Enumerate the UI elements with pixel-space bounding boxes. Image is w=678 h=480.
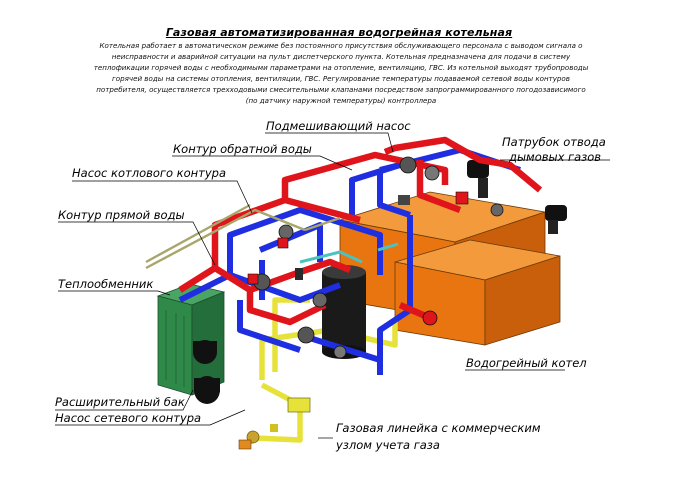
label-gas-line-line1: Газовая линейка с коммерческим: [336, 421, 541, 435]
system-connection-lines: [145, 203, 341, 270]
leader-lines: [55, 132, 610, 439]
boiler-front: [394, 239, 561, 346]
label-heat-exchanger: Теплообменник: [58, 277, 153, 291]
label-gas-line-line2: узлом учета газа: [335, 438, 440, 452]
label-network-pump: Насос сетевого контура: [55, 411, 201, 425]
label-water-boiler: Водогрейный котел: [466, 356, 587, 370]
flue-outlet: [467, 160, 567, 234]
pump-assemblies: [247, 156, 504, 359]
label-flue-pipe-line2: дымовых газов: [508, 150, 601, 164]
supply-water-circuit: [178, 136, 543, 326]
label-expansion-tank: Расширительный бак: [55, 395, 185, 409]
label-return-loop: Контур обратной воды: [173, 142, 312, 156]
diagram-title: Газовая автоматизированная водогрейная к…: [165, 26, 513, 39]
expansion-tank-upper: [193, 340, 217, 364]
auxiliary-pipes: [299, 242, 399, 264]
diagram-description: Котельная работает в автоматическом режи…: [93, 41, 589, 105]
label-flue-pipe-line1: Патрубок отвода: [502, 135, 606, 149]
label-mixing-pump: Подмешивающий насос: [266, 119, 411, 133]
gas-line-fittings: [238, 397, 311, 450]
label-supply-loop: Контур прямой воды: [58, 208, 185, 222]
label-boiler-pump: Насос котлового контура: [72, 166, 226, 180]
expansion-tank-lower: [194, 376, 220, 404]
